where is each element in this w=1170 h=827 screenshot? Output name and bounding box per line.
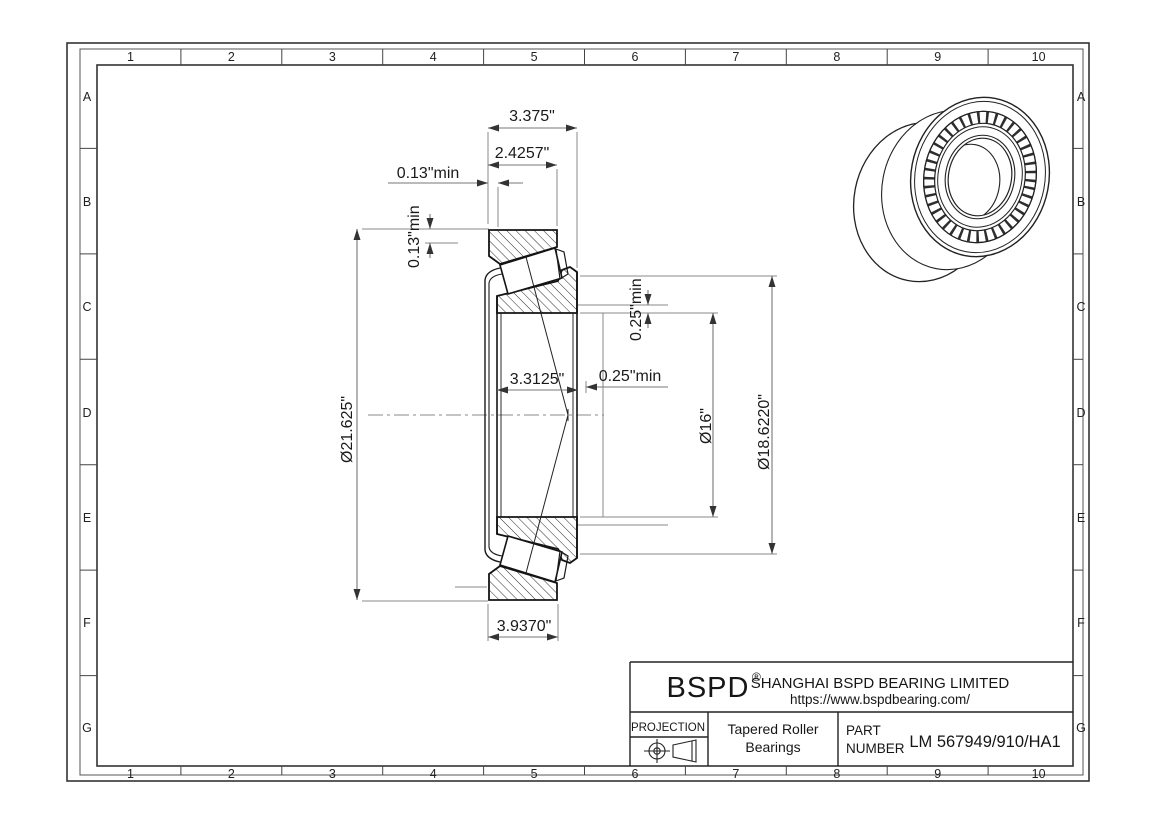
col-label: 4 (430, 50, 437, 64)
col-label: 3 (329, 50, 336, 64)
dim-outer-diameter: Ø21.625" (339, 229, 361, 600)
cage (484, 248, 569, 582)
part-number-label-line1: PART (846, 723, 881, 738)
dim-cup-width: 2.4257" (488, 145, 557, 169)
dim-outer-diameter-label: Ø21.625" (339, 396, 356, 463)
dim-front-shoulder-v-label: 0.13"min (406, 205, 423, 268)
dim-back-shoulder-h-label: 0.25"min (599, 368, 662, 385)
row-label: G (82, 721, 92, 735)
dim-front-shoulder-v: 0.13"min (406, 205, 434, 268)
dim-back-shoulder-v: 0.25"min (628, 278, 652, 341)
bearing-section-view (362, 132, 777, 641)
row-label: C (1076, 300, 1085, 314)
row-label: G (1076, 721, 1086, 735)
dim-flange-diameter: Ø18.6220" (756, 276, 776, 554)
dim-bore-diameter-label: Ø16" (698, 408, 715, 444)
grid-column-separators (180, 49, 989, 775)
row-label: A (1077, 90, 1086, 104)
row-label: A (83, 90, 92, 104)
row-label: E (1077, 511, 1085, 525)
company-name: SHANGHAI BSPD BEARING LIMITED (751, 675, 1010, 692)
bearing-3d-front-face (909, 96, 1051, 258)
col-label: 2 (228, 50, 235, 64)
projection-label: PROJECTION (631, 722, 705, 734)
dim-cup-width-label: 2.4257" (495, 145, 550, 162)
title-block-lines (629, 661, 1073, 766)
extension-lines (362, 132, 777, 641)
row-label: C (82, 300, 91, 314)
company-website: https://www.bspdbearing.com/ (790, 692, 970, 707)
col-label: 8 (833, 50, 840, 64)
product-type-line2: Bearings (745, 739, 800, 755)
registered-mark: ® (752, 670, 761, 684)
cage-lip-upper (555, 248, 569, 281)
dim-cone-width: 3.3125" (497, 371, 578, 394)
row-label: F (1077, 616, 1085, 630)
bearing-3d-roller-band (923, 111, 1037, 243)
dim-front-shoulder-h-label: 0.13"min (397, 165, 460, 182)
grid-row-labels: A B C D E F G A B C D E F G (82, 90, 1086, 735)
bearing-3d-view (852, 96, 1051, 283)
col-label: 6 (632, 50, 639, 64)
row-label: D (1076, 406, 1085, 420)
col-label: 10 (1032, 50, 1046, 64)
col-label: 1 (127, 50, 134, 64)
col-label: 5 (531, 50, 538, 64)
col-label: 10 (1032, 767, 1046, 781)
col-label: 4 (430, 767, 437, 781)
dim-cone-width-label: 3.3125" (510, 371, 565, 388)
dim-flange-diameter-label: Ø18.6220" (756, 394, 773, 470)
col-label: 9 (934, 767, 941, 781)
col-label: 6 (632, 767, 639, 781)
grid-row-separators (80, 147, 1083, 677)
row-label: F (83, 616, 91, 630)
dimensions: 3.375" 2.4257" 0.13"min 0.13"min Ø21.625… (339, 108, 776, 641)
product-type-line1: Tapered Roller (727, 721, 818, 737)
part-number-label-line2: NUMBER (846, 741, 905, 756)
row-label: E (83, 511, 91, 525)
third-angle-projection-icon (644, 739, 697, 763)
row-label: B (83, 195, 91, 209)
cage-lip-lower (555, 549, 569, 582)
col-label: 8 (833, 767, 840, 781)
dim-back-shoulder-h: 0.25"min (586, 368, 668, 391)
col-label: 5 (531, 767, 538, 781)
title-block: BSPD ® SHANGHAI BSPD BEARING LIMITED htt… (629, 661, 1073, 766)
section-rings (488, 229, 578, 601)
col-label: 7 (732, 767, 739, 781)
col-label: 1 (127, 767, 134, 781)
row-label: B (1077, 195, 1085, 209)
dim-cone-bottom-width: 3.9370" (488, 618, 558, 641)
dim-cone-bottom-width-label: 3.9370" (497, 618, 552, 635)
rollers (499, 246, 563, 584)
col-label: 3 (329, 767, 336, 781)
dim-bore-diameter: Ø16" (698, 313, 717, 517)
dim-overall-width: 3.375" (488, 108, 577, 132)
part-number: LM 567949/910/HA1 (909, 733, 1060, 751)
row-label: D (82, 406, 91, 420)
col-label: 9 (934, 50, 941, 64)
dim-overall-width-label: 3.375" (509, 108, 555, 125)
grid-column-labels: 1 2 3 4 5 6 7 8 9 10 1 2 3 4 5 6 7 8 9 1… (127, 50, 1046, 781)
dim-back-shoulder-v-label: 0.25"min (628, 278, 645, 341)
company-logo: BSPD (667, 672, 750, 704)
col-label: 2 (228, 767, 235, 781)
ring-faces (496, 272, 578, 558)
trim-border (79, 48, 1084, 776)
dim-front-shoulder-h: 0.13"min (388, 165, 523, 187)
col-label: 7 (732, 50, 739, 64)
